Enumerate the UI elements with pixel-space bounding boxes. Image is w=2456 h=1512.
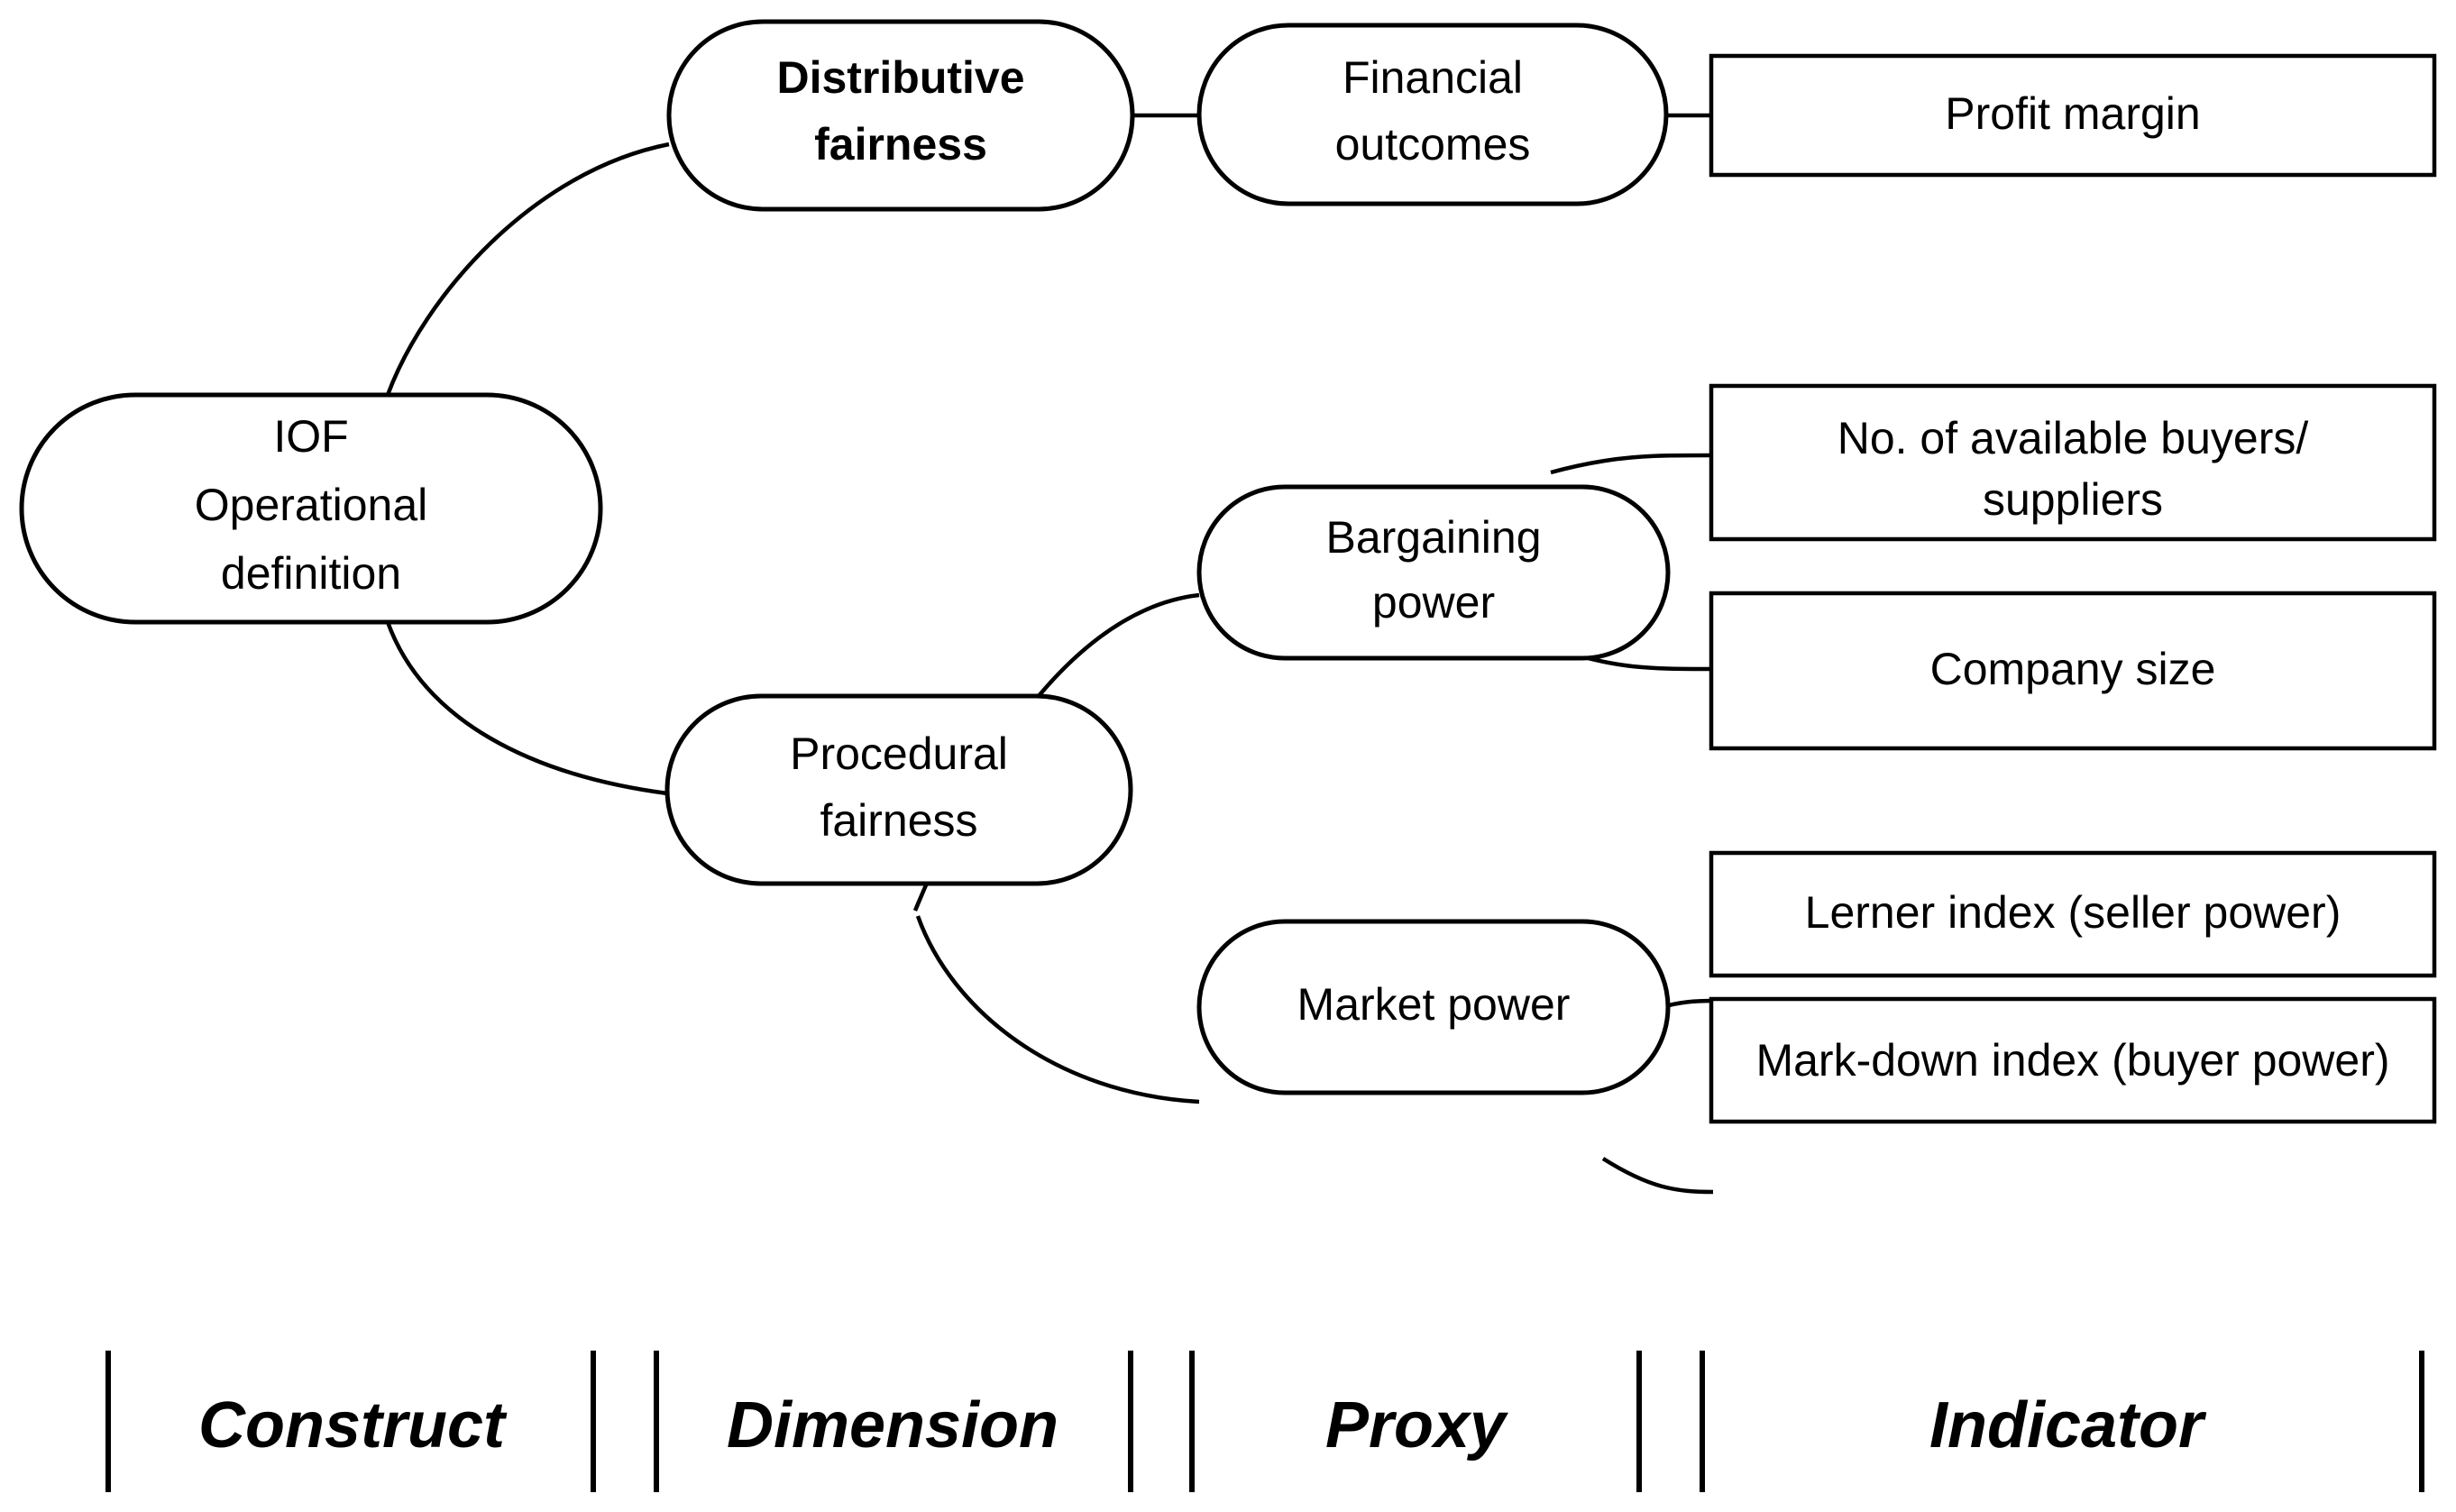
node-label-procedural-fairness-line2: fairness: [820, 795, 977, 846]
node-shape-market-power: [1196, 919, 1671, 1095]
node-available-buyers-suppliers[interactable]: No. of available buyers/ suppliers: [1709, 383, 2437, 542]
legend-label-indicator: Indicator: [1929, 1389, 2207, 1462]
node-shape-financial-outcomes: [1196, 23, 1669, 206]
node-shape-available-buyers-suppliers: [1709, 383, 2437, 542]
node-label-company-size: Company size: [1930, 644, 2216, 694]
node-shape-markdown-index: [1709, 996, 2437, 1124]
node-financial-outcomes[interactable]: Financial outcomes: [1196, 23, 1669, 206]
node-shape-bargaining-power: [1196, 484, 1671, 661]
edge-iof-to-procedural-fairness: [385, 621, 668, 796]
node-label-bargaining-power-line2: power: [1372, 577, 1495, 628]
node-label-iof-line1: IOF: [273, 411, 348, 462]
node-label-distributive-fairness-line1: Distributive: [776, 52, 1024, 103]
node-profit-margin[interactable]: Profit margin: [1709, 53, 2437, 178]
node-markdown-index[interactable]: Mark-down index (buyer power): [1709, 996, 2437, 1124]
edge-market-power-to-markdown-index: [1601, 1157, 1714, 1195]
node-label-iof-line3: definition: [221, 548, 401, 599]
node-distributive-fairness[interactable]: Distributive fairness: [666, 19, 1135, 212]
node-procedural-fairness[interactable]: Procedural fairness: [664, 693, 1133, 886]
legend-bar: Construct Dimension Proxy Indicator: [105, 1351, 2424, 1492]
node-label-financial-outcomes-line2: outcomes: [1335, 119, 1531, 170]
edge-bargaining-power-to-available-buyers: [1550, 453, 1714, 475]
node-label-bargaining-power-line1: Bargaining: [1325, 512, 1541, 563]
node-label-distributive-fairness-line2: fairness: [814, 119, 987, 170]
node-bargaining-power[interactable]: Bargaining power: [1196, 484, 1671, 661]
node-lerner-index[interactable]: Lerner index (seller power): [1709, 850, 2437, 978]
node-shape-distributive-fairness: [666, 19, 1135, 212]
node-label-market-power-line1: Market power: [1297, 979, 1571, 1030]
legend-label-proxy: Proxy: [1325, 1389, 1509, 1462]
node-label-financial-outcomes-line1: Financial: [1343, 52, 1523, 103]
legend-label-construct: Construct: [198, 1389, 508, 1462]
node-shape-lerner-index: [1709, 850, 2437, 978]
node-label-lerner-index: Lerner index (seller power): [1805, 887, 2341, 938]
edge-iof-to-distributive-fairness: [385, 142, 670, 396]
node-label-markdown-index: Mark-down index (buyer power): [1755, 1035, 2389, 1086]
node-label-available-buyers-line1: No. of available buyers/: [1837, 413, 2309, 463]
node-label-available-buyers-line2: suppliers: [1983, 474, 2163, 525]
node-shape-procedural-fairness: [664, 693, 1133, 886]
node-label-iof-line2: Operational: [195, 480, 428, 530]
node-market-power[interactable]: Market power: [1196, 919, 1671, 1095]
edge-procedural-fairness-to-market-power: [915, 915, 1200, 1104]
node-shape-iof: [19, 392, 603, 625]
legend-label-dimension: Dimension: [727, 1389, 1058, 1462]
node-iof-operational-definition[interactable]: IOF Operational definition: [19, 392, 603, 625]
node-company-size[interactable]: Company size: [1709, 591, 2437, 751]
node-shape-company-size: [1709, 591, 2437, 751]
node-shape-profit-margin: [1709, 53, 2437, 178]
node-label-profit-margin: Profit margin: [1945, 88, 2200, 139]
node-label-procedural-fairness-line1: Procedural: [790, 729, 1008, 779]
